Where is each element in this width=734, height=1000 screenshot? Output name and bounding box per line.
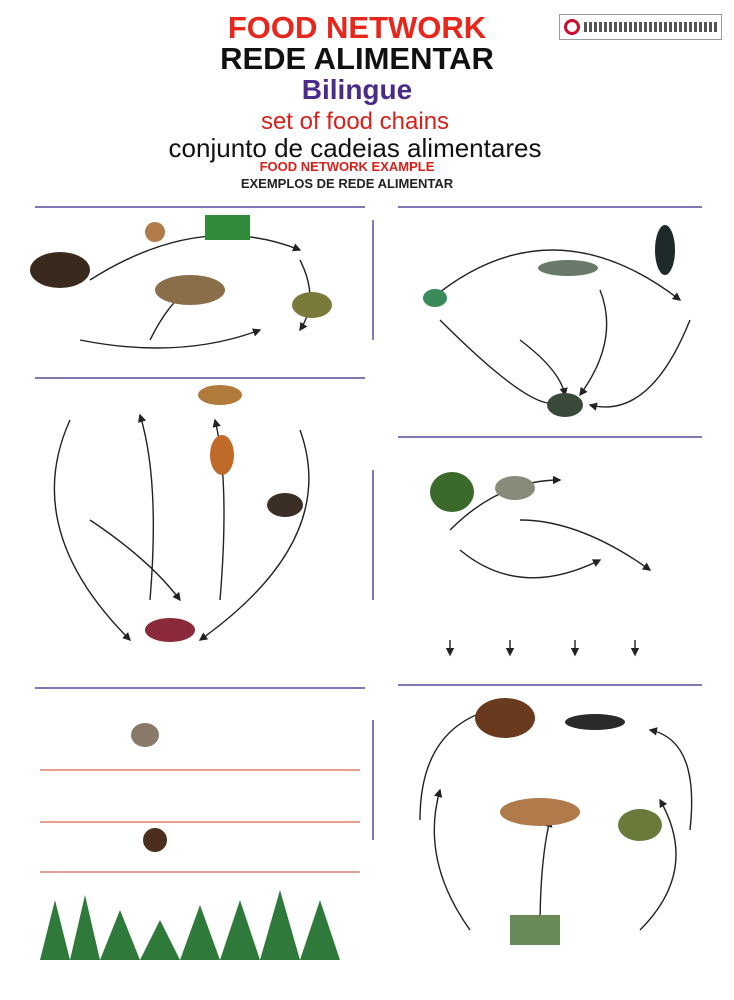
title-en: FOOD NETWORK <box>227 10 487 45</box>
snake-illustration <box>155 275 225 305</box>
section-title-en: FOOD NETWORK EXAMPLE <box>259 159 435 174</box>
fox-illustration <box>210 435 234 475</box>
bear-illustration <box>475 698 535 738</box>
logo-wordmark <box>584 22 717 32</box>
aquatic-plants-illustration <box>510 915 560 945</box>
section-title-pt: EXEMPLOS DE REDE ALIMENTAR <box>240 176 454 191</box>
tree-illustration <box>430 472 474 512</box>
level-lines <box>40 769 360 873</box>
conifer-forest-illustration <box>40 890 340 960</box>
rabbit-illustration <box>145 222 165 242</box>
detritus-illustration <box>547 393 583 417</box>
piranha-illustration <box>618 809 662 841</box>
boar-illustration <box>267 493 303 517</box>
grass-illustration <box>205 215 250 240</box>
tagline-pt: conjunto de cadeias alimentares <box>168 133 542 163</box>
donkey-illustration <box>495 476 535 500</box>
salmon-illustration <box>500 798 580 826</box>
moose-illustration <box>143 828 167 852</box>
frog-illustration <box>292 292 332 318</box>
crab-illustration <box>423 289 447 307</box>
title-pt: REDE ALIMENTAR <box>220 41 494 76</box>
wolf-illustration <box>131 723 159 747</box>
fish-illustration <box>538 260 598 276</box>
panel-dividers <box>35 206 702 840</box>
publisher-logo <box>559 14 722 40</box>
organisms <box>30 215 675 960</box>
cormorant-illustration <box>655 225 675 275</box>
tagline-en: set of food chains <box>260 108 450 135</box>
puma-illustration <box>198 385 242 405</box>
eagle-illustration <box>30 252 90 288</box>
subtitle: Bilingue <box>301 74 413 105</box>
fruits-illustration <box>145 618 195 642</box>
logo-mark-icon <box>564 19 580 35</box>
otter-illustration <box>565 714 625 730</box>
